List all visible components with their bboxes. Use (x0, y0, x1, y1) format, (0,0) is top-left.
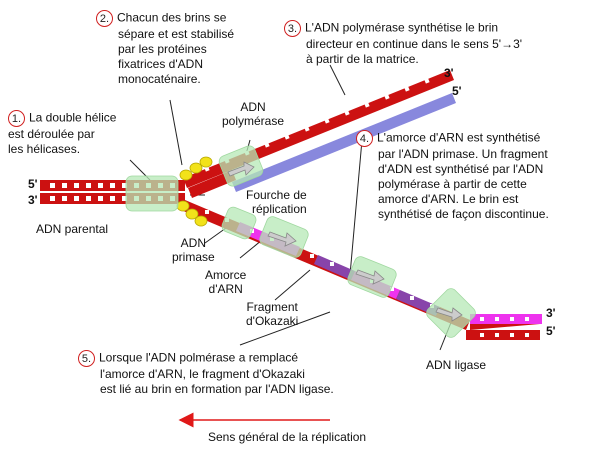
end-bottom-3: 3' (546, 306, 556, 320)
ssb-proteins (176, 156, 213, 227)
label-fourche: Fourche de réplication (246, 188, 307, 216)
label-amorce-arn: Amorce d'ARN (205, 268, 247, 296)
step-5-number: 5. (78, 350, 95, 367)
end-top-5: 5' (452, 84, 462, 98)
label-adn-parental: ADN parental (36, 222, 109, 236)
step-4-number: 4. (356, 130, 373, 147)
step-1-number: 1. (8, 110, 25, 127)
step-4: 4.L'amorce d'ARN est synthétisé par l'AD… (356, 130, 549, 222)
helicase (125, 175, 179, 212)
step-3: 3.L'ADN polymérase synthétise le brin di… (284, 20, 522, 67)
step-1: 1.La double hélice est déroulée par les … (8, 110, 117, 156)
primase (221, 206, 257, 240)
end-bottom-5: 5' (546, 324, 556, 338)
enzyme-arrows (227, 161, 463, 322)
end-top-3: 3' (444, 66, 454, 80)
label-fragment-okazaki: Fragment d'Okazaki (246, 300, 299, 328)
direction-label: Sens général de la réplication (208, 430, 367, 444)
end-left-5: 5' (28, 177, 38, 191)
step-3-number: 3. (284, 20, 301, 37)
label-adn-primase: ADN primase (172, 236, 215, 264)
end-left-3: 3' (28, 193, 38, 207)
label-adn-ligase: ADN ligase (426, 358, 487, 372)
label-adn-polymerase: ADN polymérase (222, 100, 285, 128)
step-2-number: 2. (96, 10, 113, 27)
step-5: 5.Lorsque l'ADN polmérase a remplacé l'a… (78, 350, 334, 397)
step-2: 2.Chacun des brins se sépare et est stab… (96, 10, 234, 87)
